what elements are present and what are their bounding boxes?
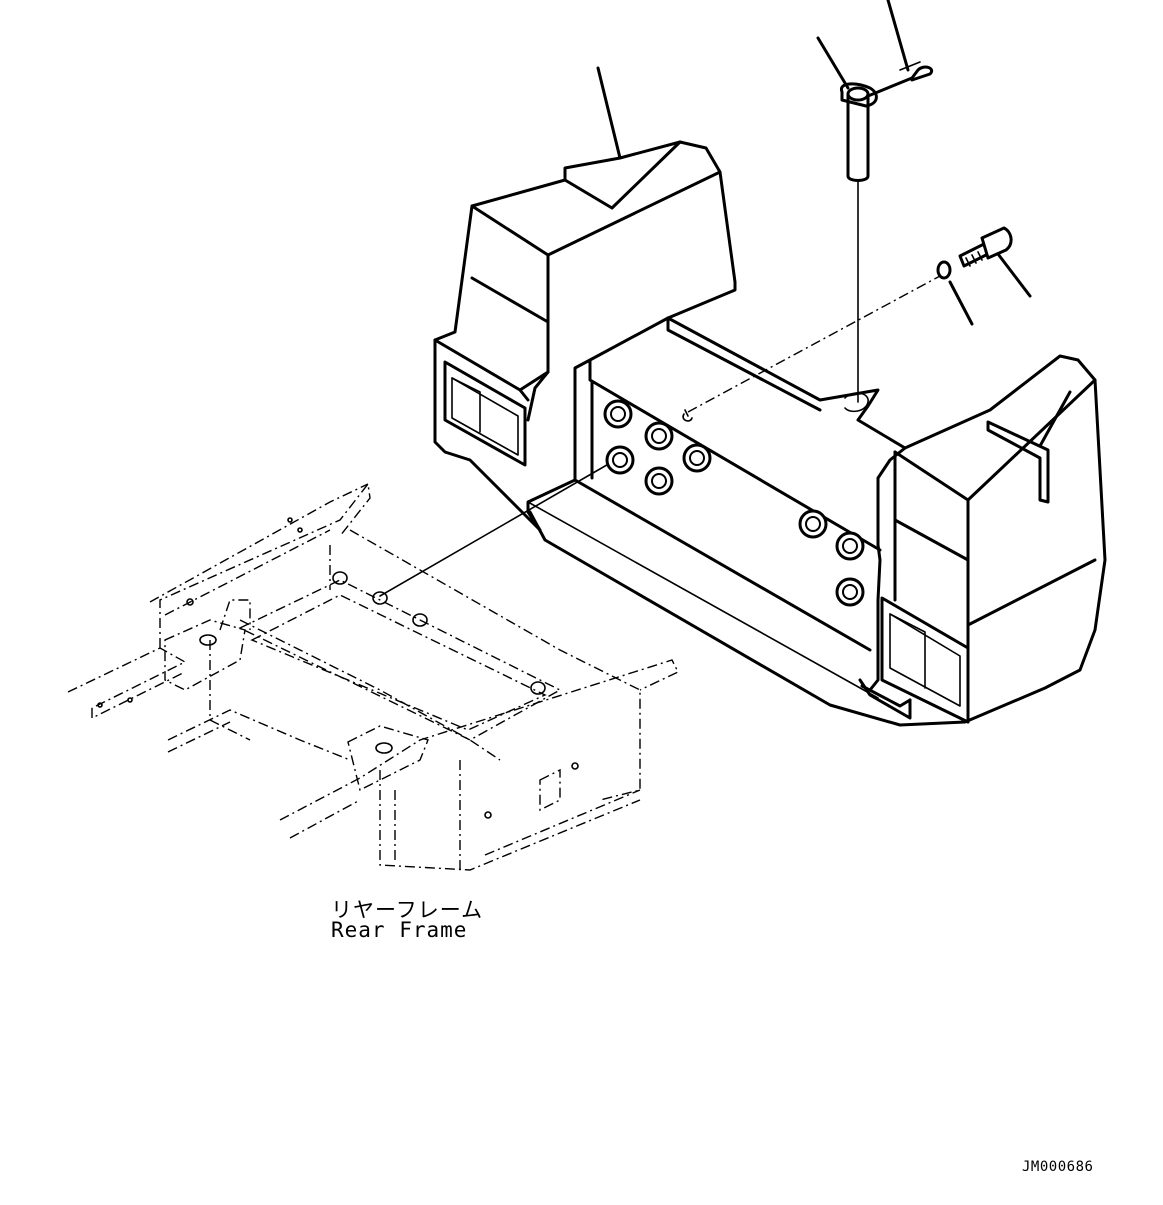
drawing-code: JM000686 [1022, 1159, 1094, 1175]
rear-frame-label-jp: リヤーフレーム [331, 898, 484, 922]
counterweight [433, 140, 1107, 727]
snap-pin [866, 61, 933, 98]
rear-frame [67, 482, 679, 871]
rear-frame-label-en: Rear Frame [331, 918, 468, 942]
leader-lines [596, 0, 1072, 448]
lifting-pin [839, 82, 878, 182]
washer [936, 260, 952, 280]
mounting-bolt [958, 226, 1013, 268]
assembly-lines [379, 175, 941, 597]
